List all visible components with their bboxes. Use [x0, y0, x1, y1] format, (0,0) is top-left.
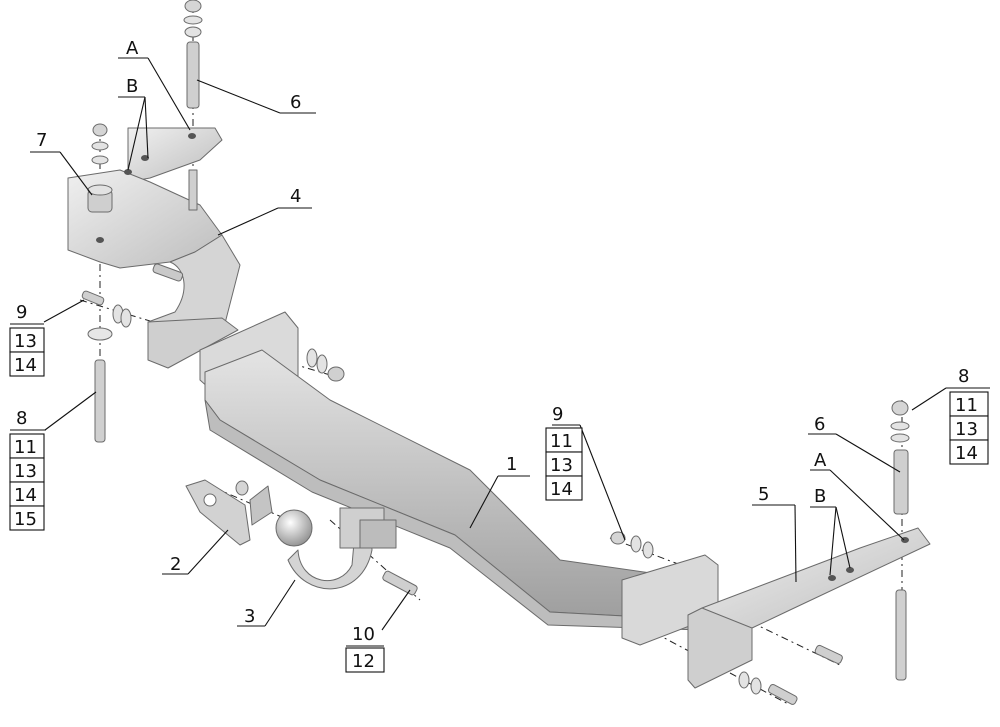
- callout-stack-left-9: 9 13 14: [9, 302, 45, 377]
- callout-part-6-top: 6: [290, 92, 301, 113]
- lower-left-fasteners: [81, 290, 345, 443]
- callout-part-3: 3: [244, 606, 255, 627]
- callout-stack-mid-9: 9 11 13 14: [545, 404, 583, 501]
- left-bracket-part-4: [67, 127, 241, 369]
- callout-part-4: 4: [290, 186, 301, 207]
- callout-part-1: 1: [506, 454, 517, 475]
- callout-hole-b-top: B: [126, 76, 138, 97]
- cross-bar-part-1: [199, 311, 719, 646]
- stack-mid-9-item: 11: [550, 431, 573, 452]
- stack-mid-9-item: 14: [550, 479, 573, 500]
- callout-stack-right-8: 8 11 13 14: [946, 366, 990, 465]
- callout-hole-a-top: A: [126, 38, 139, 59]
- callout-part-10: 10: [352, 624, 375, 645]
- callout-part-12: 12: [352, 651, 375, 672]
- socket-plate-part-2: [185, 479, 273, 546]
- callout-part-7: 7: [36, 130, 47, 151]
- callout-stack-10-12: 10 12: [345, 624, 385, 673]
- stack-left-8-item: 15: [14, 509, 37, 530]
- callout-hole-a-right: A: [814, 450, 827, 471]
- callout-part-5: 5: [758, 484, 769, 505]
- stack-right-8-item: 13: [955, 419, 978, 440]
- stack-right-8-item: 11: [955, 395, 978, 416]
- callout-part-8-right: 8: [958, 366, 969, 387]
- stack-left-9-item: 14: [14, 355, 37, 376]
- callout-part-9-left: 9: [16, 302, 27, 323]
- callout-part-2: 2: [170, 554, 181, 575]
- callout-labels: 6 A B 7 4 1 5 6 A B 2 3: [36, 38, 827, 627]
- stack-left-8-item: 13: [14, 461, 37, 482]
- stack-left-8-item: 14: [14, 485, 37, 506]
- stack-mid-9-item: 13: [550, 455, 573, 476]
- callout-part-8-left: 8: [16, 408, 27, 429]
- callout-stack-left-8: 8 11 13 14 15: [9, 408, 46, 531]
- top-fastener-stack: [91, 0, 203, 211]
- callout-part-9-mid: 9: [552, 404, 563, 425]
- leader-lines: [30, 57, 947, 631]
- right-bracket-part-5: [687, 527, 931, 689]
- tow-ball-part-3: [275, 507, 418, 596]
- callout-part-6-right: 6: [814, 414, 825, 435]
- stack-left-9-item: 13: [14, 331, 37, 352]
- stack-left-8-item: 11: [14, 437, 37, 458]
- stack-right-8-item: 14: [955, 443, 978, 464]
- right-fasteners: [610, 400, 910, 705]
- callout-hole-b-right: B: [814, 486, 826, 507]
